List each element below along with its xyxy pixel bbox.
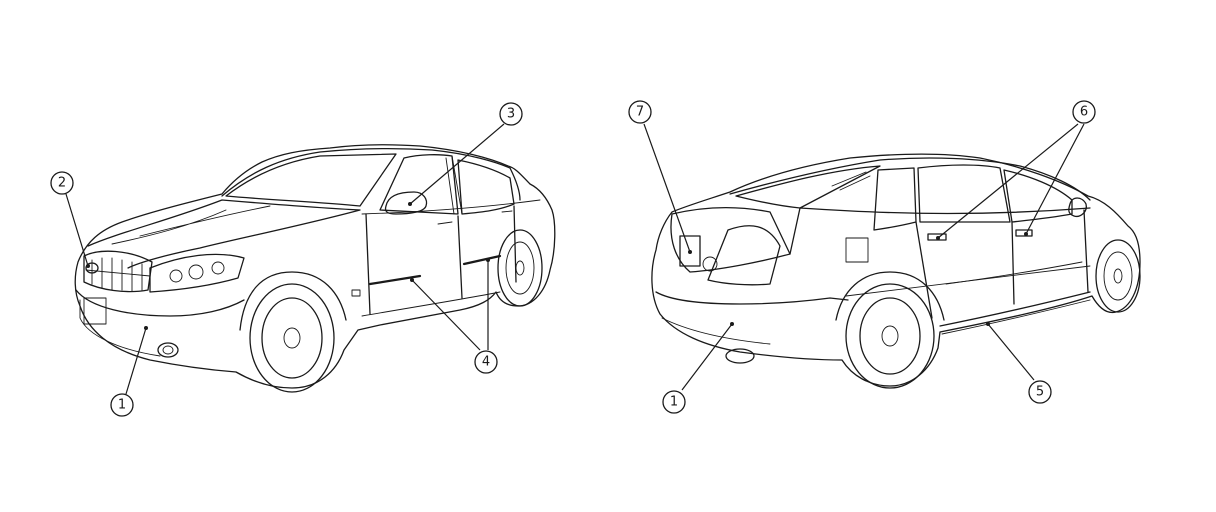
front-car-roof [221,148,521,201]
rear-car-trunk [670,207,791,273]
callout-3-label: 3 [507,107,515,122]
front-car-headlight [149,253,245,293]
callout-4: 4 [474,350,498,374]
rear-view-car [651,153,1141,389]
leader-2 [65,193,89,267]
leader-4a [411,279,481,351]
callout-1-rear-label: 1 [670,395,678,410]
rear-car-side-sill [939,291,1091,327]
rear-car-fuel-door [845,237,869,263]
callout-2-label: 2 [58,176,66,191]
rear-car-taillight [707,225,781,286]
callout-3: 3 [499,102,523,126]
callout-1-rear: 1 [662,390,686,414]
front-car-rear-wheel [497,229,543,307]
front-car-hood [87,199,361,269]
rear-car-rear-wheel [835,271,945,389]
rear-car-door-handle-rear [927,233,947,241]
rear-car-license-plate [679,235,701,267]
front-car-front-window [379,154,459,215]
rear-car-front-wheel [1095,239,1141,313]
callout-1-front-label: 1 [118,398,126,413]
rear-car-door-handle-front [1015,229,1033,237]
rear-car-front-door-window [917,164,1011,223]
front-car-front-wheel [239,271,347,393]
callout-6-label: 6 [1080,105,1088,120]
leader-lines [65,123,1085,395]
front-car-body-outline [74,144,556,389]
leader-7 [643,123,691,253]
front-car-b-pillar [451,155,463,215]
front-car-fog-lamp [157,342,179,358]
front-car-windshield [225,153,397,207]
rear-car-door-seam [915,209,1089,319]
front-car-plate-area [83,297,107,325]
front-view-car [74,144,556,393]
front-car-emblem [85,262,99,274]
front-car-side-molding [368,254,502,286]
front-car-rear-window [457,159,515,215]
rear-car-rear-window [735,165,881,209]
leader-1-rear [681,323,733,391]
front-car-bumper [75,289,245,317]
callout-4-label: 4 [482,355,490,370]
leader-6a [937,123,1079,239]
callout-2: 2 [50,171,74,195]
callout-5-label: 5 [1036,385,1044,400]
rear-car-bumper [655,291,849,305]
leader-5 [987,323,1035,381]
front-car-grille [83,250,153,293]
callout-7: 7 [628,100,652,124]
front-car-door-handle [437,210,513,225]
callout-7-label: 7 [636,105,644,120]
leader-6b [1025,123,1085,235]
callout-5: 5 [1028,380,1052,404]
leader-3 [409,123,505,205]
rear-car-rear-door-window [873,167,917,231]
leader-1-front [125,327,147,395]
front-car-door-seam [365,205,517,315]
callout-6: 6 [1072,100,1096,124]
callout-1-front: 1 [110,393,134,417]
front-car-side-mirror [384,191,428,215]
rear-car-exhaust [725,348,755,364]
rear-car-body-outline [651,153,1141,387]
rear-car-roof [729,157,1091,201]
